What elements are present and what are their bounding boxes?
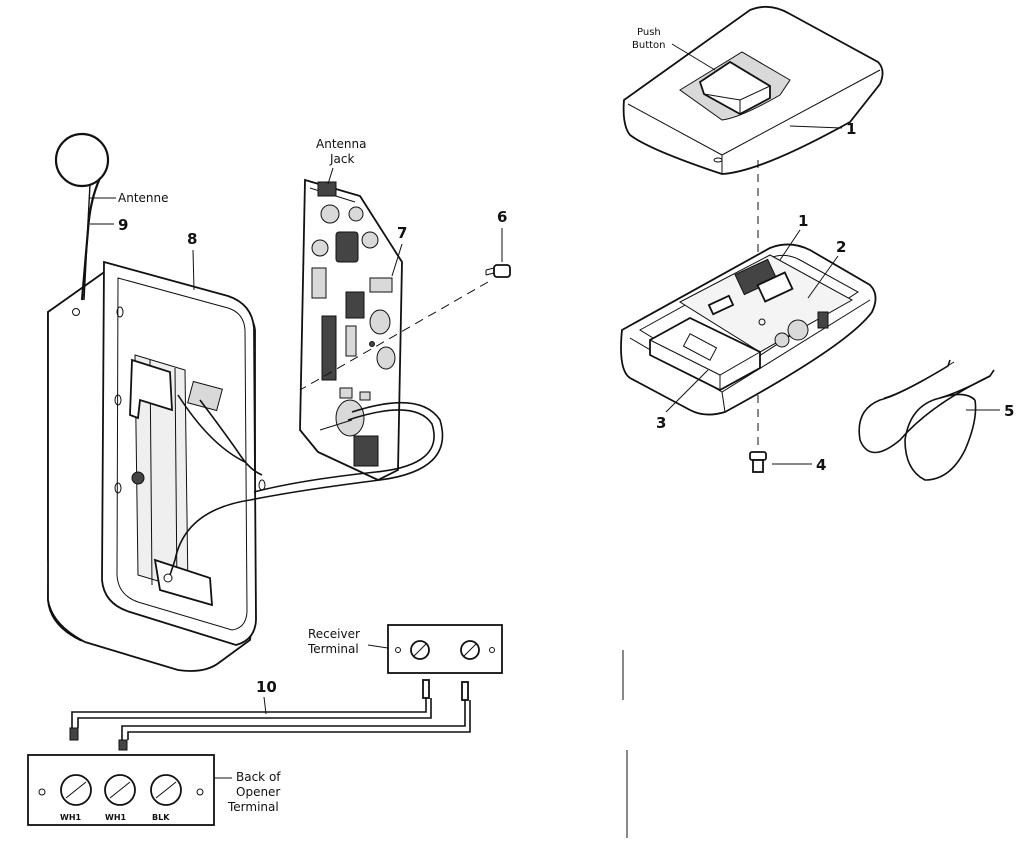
cable-to-bracket (199, 399, 263, 476)
callout-2-leader (807, 255, 839, 299)
callout-6: 6 (497, 208, 507, 226)
callout-4: 4 (816, 456, 826, 474)
screw-6 (485, 264, 511, 278)
antenna-jack-leader (327, 167, 334, 185)
assembly-line-6 (299, 281, 489, 391)
push-button-leader (671, 43, 716, 71)
back-opener-label-3: Terminal (227, 800, 279, 814)
receiver-terminal-label-2: Terminal (307, 642, 359, 656)
two-conductor-wire (69, 679, 471, 751)
receiver-housing (47, 260, 266, 672)
antenna-wire (54, 132, 110, 301)
callout-1-top: 1 (846, 120, 856, 138)
terminal-label-1: WH1 (60, 813, 82, 822)
terminal-label-2: WH1 (105, 813, 127, 822)
back-opener-label-1: Back of (236, 770, 281, 784)
receiver-circuit-board (299, 178, 403, 481)
push-button-label-1: Push (637, 27, 661, 38)
callout-3-leader (665, 369, 709, 413)
receiver-terminal-block (387, 624, 503, 674)
callout-7: 7 (397, 224, 407, 242)
cable-to-bracket-2 (177, 394, 246, 463)
callout-1-top-leader (789, 125, 843, 129)
opener-terminal-block (27, 754, 215, 826)
receiver-terminal-leader (367, 644, 389, 649)
callout-8-leader (192, 249, 195, 291)
screw-4 (749, 451, 767, 473)
terminal-label-3: BLK (152, 813, 170, 822)
visor-clip (858, 359, 995, 481)
antenne-label: Antenne (118, 191, 169, 205)
receiver-cable (169, 401, 444, 576)
receiver-cable-inner (253, 409, 435, 493)
callout-2: 2 (836, 238, 846, 256)
antenna-jack-label-2: Jack (329, 152, 354, 166)
callout-10-leader (263, 696, 267, 715)
callout-1-board-leader (779, 229, 801, 261)
transmitter-base-case (620, 243, 877, 416)
transmitter-top-case (622, 5, 884, 175)
antenna-jack-label-1: Antenna (316, 137, 366, 151)
push-button-label-2: Button (632, 40, 666, 51)
callout-3: 3 (656, 414, 666, 432)
callout-10: 10 (256, 678, 277, 696)
callout-1-board: 1 (798, 212, 808, 230)
callout-8: 8 (187, 230, 197, 248)
callout-5: 5 (1004, 402, 1014, 420)
callout-7-leader (391, 243, 403, 277)
receiver-terminal-label-1: Receiver (308, 627, 360, 641)
callout-9: 9 (118, 216, 128, 234)
back-opener-label-2: Opener (236, 785, 280, 799)
